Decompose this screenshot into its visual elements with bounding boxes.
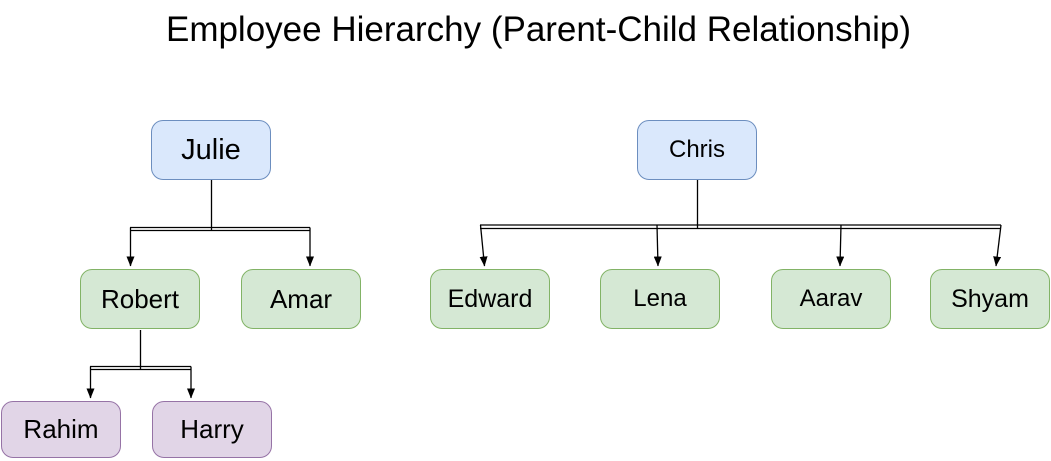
node-chris: Chris xyxy=(637,120,757,180)
node-lena-label: Lena xyxy=(633,285,687,312)
node-harry-label: Harry xyxy=(180,414,244,444)
node-robert: Robert xyxy=(80,269,200,329)
node-julie: Julie xyxy=(151,120,271,180)
node-shyam: Shyam xyxy=(930,269,1050,329)
diagram-title: Employee Hierarchy (Parent-Child Relatio… xyxy=(165,10,912,49)
node-julie-label: Julie xyxy=(181,133,241,166)
node-rahim-label: Rahim xyxy=(23,414,99,444)
node-chris-label: Chris xyxy=(668,136,725,163)
node-lena: Lena xyxy=(600,269,720,329)
node-edward: Edward xyxy=(430,269,550,329)
node-shyam-label: Shyam xyxy=(951,284,1029,313)
node-robert-label: Robert xyxy=(100,283,180,314)
node-edward-label: Edward xyxy=(447,284,533,313)
edge-group-chris-children xyxy=(479,180,1002,267)
node-aarav-label: Aarav xyxy=(799,285,863,312)
node-aarav: Aarav xyxy=(771,269,891,329)
node-amar-label: Amar xyxy=(269,283,333,314)
node-amar: Amar xyxy=(241,269,361,329)
node-rahim: Rahim xyxy=(1,401,121,458)
edge-group-julie-children xyxy=(126,180,314,267)
node-harry: Harry xyxy=(152,401,272,458)
edge-group-robert-children xyxy=(86,330,195,399)
